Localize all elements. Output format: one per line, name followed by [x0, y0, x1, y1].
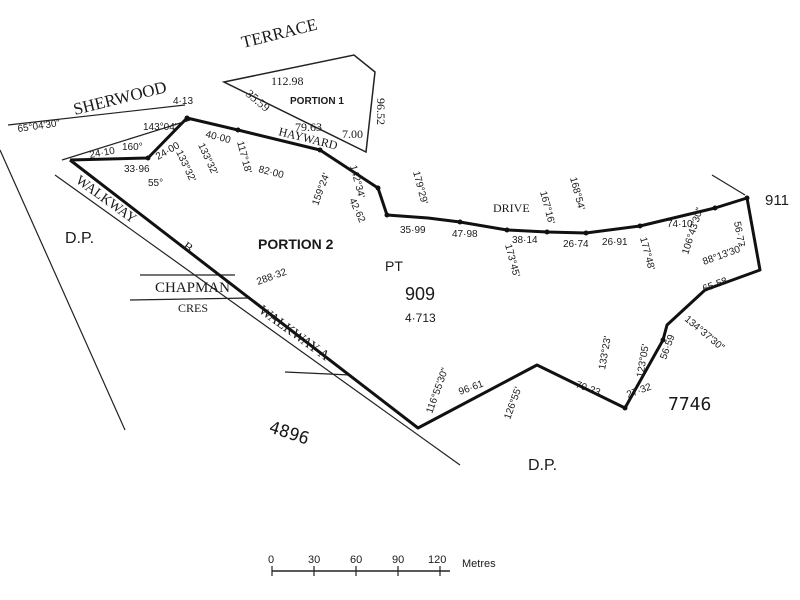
dim-label: 56·77 [731, 221, 746, 249]
walkway-b-label: B [180, 238, 196, 255]
dim-label: 38·14 [512, 235, 538, 246]
dim-label: 26·91 [602, 237, 628, 248]
portion2-label: PORTION 2 [258, 236, 334, 252]
dim-label: 33·96 [124, 164, 150, 175]
dim-label: 82·00 [257, 164, 285, 181]
road-terrace-label: TERRACE [239, 15, 319, 52]
dim-label: 40·00 [204, 129, 232, 146]
lot-4896-label: 4896 [266, 418, 311, 450]
scale-tick-120: 120 [428, 554, 446, 566]
dim-label: 26·74 [563, 239, 589, 250]
dim-label: 70·23 [574, 379, 602, 398]
lot-7746-label: 7746 [668, 394, 711, 415]
dim-label: 133°32' [195, 142, 219, 177]
portion1-boundary [221, 54, 376, 154]
dim-label: 55° [148, 178, 163, 189]
dim-label: 56·59 [658, 333, 677, 361]
dim-label: 47·98 [452, 229, 478, 240]
survey-mark [504, 227, 510, 233]
dim-label: 4·13 [173, 96, 193, 107]
scale-tick-0: 0 [268, 554, 274, 566]
dim-label: 117°18' [234, 140, 253, 175]
survey-mark [622, 405, 628, 411]
dim-label: 143°04' [143, 122, 177, 133]
dim-label: 179°29' [410, 170, 429, 206]
lot-number: 909 [405, 284, 435, 304]
p1-dim-top: 112.98 [271, 74, 304, 88]
dp-right-label: D.P. [528, 457, 557, 474]
scale-unit: Metres [462, 558, 496, 570]
sherwood-road-upper [7, 104, 186, 126]
sherwood-road-lower [61, 119, 191, 161]
pt-label: PT [385, 258, 403, 274]
survey-mark [660, 337, 666, 343]
lot-area: 4·713 [405, 311, 436, 325]
p1-dim-bottom: 79.63 [295, 120, 322, 134]
dim-label: 35·99 [400, 225, 426, 236]
survey-mark [712, 205, 718, 211]
survey-mark [744, 195, 750, 201]
walkway-lower-label: WALKWAY A [256, 303, 333, 365]
dp-left-label: D.P. [65, 230, 94, 247]
p1-dim-right: 96.52 [374, 98, 388, 125]
dim-label: 126°55' [502, 385, 524, 421]
scale-bar: 0 30 60 90 120 Metres [268, 554, 496, 576]
survey-mark [384, 212, 390, 218]
dim-label: 168°54' [567, 176, 586, 212]
survey-mark [145, 155, 151, 161]
walkway-upper-label: WALKWAY [73, 173, 139, 227]
walkway-a-line [284, 371, 351, 376]
scale-tick-90: 90 [392, 554, 404, 566]
dim-label: 133°23' [597, 335, 614, 370]
p1-dim-left: 35.59 [243, 87, 273, 115]
p1-dim-bottom2: 7.00 [342, 127, 363, 141]
dim-label: 160° [122, 142, 143, 153]
right-road-line [711, 174, 746, 196]
dim-label: 142°34' [347, 164, 366, 200]
dim-label: 116°55'30" [424, 366, 451, 415]
dim-label: 65·58 [701, 276, 729, 295]
survey-mark [375, 185, 381, 191]
chapman-bottom [129, 297, 251, 301]
portion1-label: PORTION 1 [290, 96, 344, 107]
survey-mark [317, 147, 323, 153]
dim-label: 134°37'30" [682, 314, 726, 354]
dp-left-line [0, 149, 126, 431]
dim-label: 133°32' [173, 149, 197, 184]
dim-label: 123°05' [635, 343, 652, 378]
survey-marks [145, 115, 750, 411]
dim-label: 65°04'30" [17, 118, 61, 135]
dim-label: 88°13'30" [701, 243, 745, 268]
dim-label: 24·10 [89, 146, 117, 161]
dim-label: 177°48' [637, 236, 656, 272]
survey-mark [184, 115, 190, 121]
survey-mark [544, 229, 550, 235]
dim-label: 167°16' [537, 190, 556, 226]
survey-mark [235, 127, 241, 133]
survey-mark [583, 230, 589, 236]
dim-label: 159°24' [310, 171, 332, 207]
dim-label: 42·62 [346, 197, 367, 225]
road-cres-label: CRES [178, 301, 208, 315]
dim-label: 106°43'30" [680, 206, 706, 256]
scale-tick-30: 30 [308, 554, 320, 566]
walkway-edge [54, 174, 461, 466]
survey-mark [457, 219, 463, 225]
dim-label: 288·32 [255, 267, 288, 288]
dim-label: 27·32 [625, 382, 653, 401]
survey-mark [637, 223, 643, 229]
dim-label: 74·10 [667, 219, 693, 230]
road-drive-label: DRIVE [493, 201, 530, 215]
road-chapman-label: CHAPMAN [155, 280, 230, 296]
lot-911-label: 911 [765, 192, 789, 209]
dim-label: 173°45' [502, 243, 521, 279]
portion2-boundary [69, 116, 762, 430]
scale-tick-60: 60 [350, 554, 362, 566]
